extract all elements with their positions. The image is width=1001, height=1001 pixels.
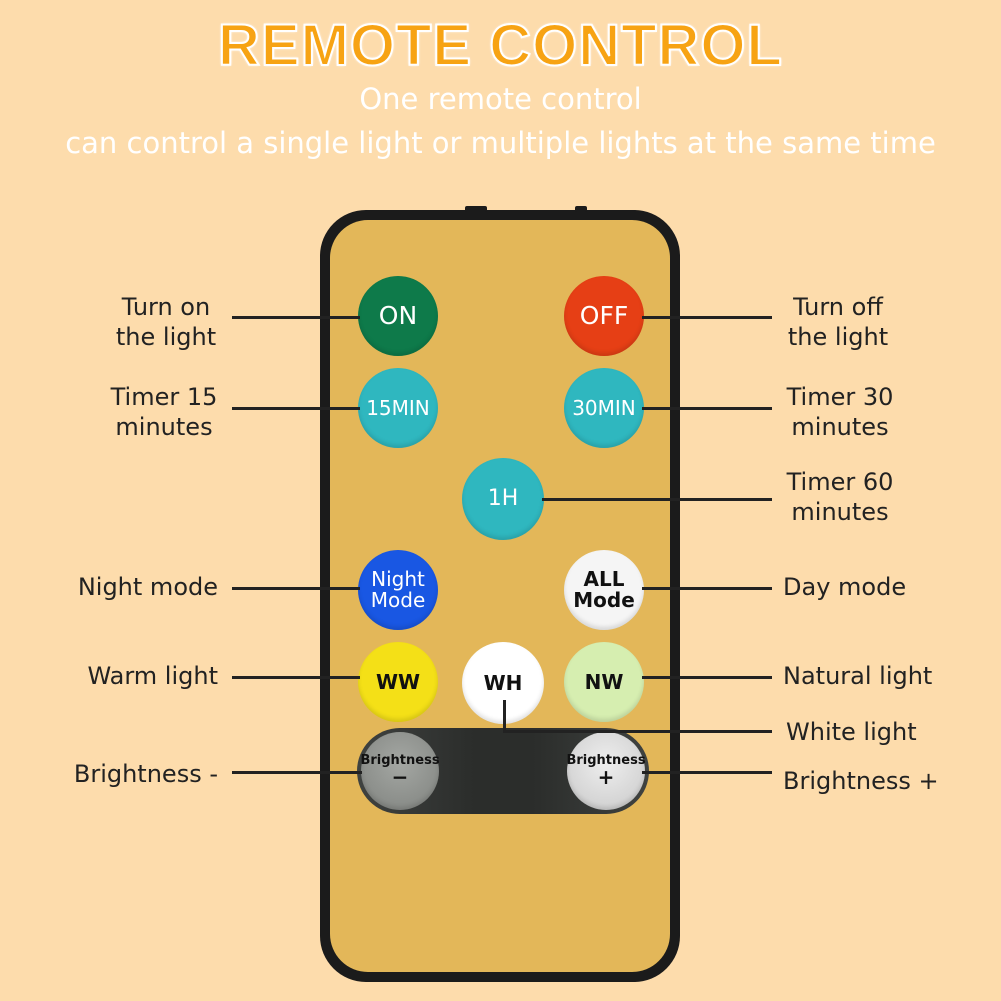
warm-light-label: WW [375,669,421,694]
label-turn-off-2: the light [787,323,889,351]
label-timer60: Timer 60 minutes [770,467,910,527]
remote-nub [575,206,587,212]
off-button-label: OFF [579,300,629,330]
label-natural-light: Natural light [783,662,933,690]
connector-brightness-plus [642,771,772,774]
label-night-mode: Night mode [77,573,218,601]
subtitle-line-2: can control a single light or multiple l… [65,126,936,160]
brightness-down-label-2: − [391,765,409,790]
label-brightness-plus: Brightness + [783,767,939,795]
connector-timer30 [642,407,772,410]
connector-white-vertical [503,700,506,733]
label-day-mode: Day mode [783,573,907,601]
all-mode-label-2: Mode [573,588,635,612]
subtitle-line-1: One remote control [359,82,642,116]
remote-nub [465,206,487,212]
brightness-down-button[interactable]: Brightness − [360,732,440,810]
label-timer30: Timer 30 minutes [770,382,910,442]
on-button[interactable]: ON [358,276,438,356]
timer-1h-button[interactable]: 1H [462,458,544,540]
connector-warm [232,676,360,679]
connector-timer15 [232,407,360,410]
label-timer60-1: Timer 60 [786,468,894,496]
white-light-label: WH [483,670,523,695]
warm-light-button[interactable]: WW [358,642,438,722]
label-turn-off: Turn off the light [768,292,908,352]
label-turn-on: Turn on the light [96,292,236,352]
label-timer30-1: Timer 30 [786,383,894,411]
connector-brightness-minus [232,771,362,774]
white-light-button[interactable]: WH [462,642,544,724]
label-timer15: Timer 15 minutes [94,382,234,442]
all-mode-label-1: ALL [583,567,625,591]
brightness-up-button[interactable]: Brightness + [566,732,646,810]
brightness-down-label-1: Brightness [360,752,440,768]
natural-light-label: NW [584,669,624,694]
label-turn-off-1: Turn off [793,293,883,321]
label-turn-on-1: Turn on [121,293,211,321]
label-white-light: White light [786,718,917,746]
connector-night [232,587,360,590]
connector-white [503,730,772,733]
label-warm-light: Warm light [87,662,218,690]
night-mode-label-2: Mode [370,588,426,612]
connector-on [232,316,360,319]
connector-day [642,587,772,590]
off-button[interactable]: OFF [564,276,644,356]
connector-natural [642,676,772,679]
timer-1h-label: 1H [487,486,519,512]
connector-off [642,316,772,319]
natural-light-button[interactable]: NW [564,642,644,722]
night-mode-button[interactable]: Night Mode [358,550,438,630]
brightness-up-label-2: + [597,765,615,790]
label-timer30-2: minutes [791,413,889,441]
label-brightness-minus: Brightness - [73,760,218,788]
brightness-up-label-1: Brightness [566,752,646,768]
timer-30min-button[interactable]: 30MIN [564,368,644,448]
all-mode-button[interactable]: ALL Mode [564,550,644,630]
night-mode-label-1: Night [371,567,425,591]
label-timer15-1: Timer 15 [110,383,218,411]
timer-30min-label: 30MIN [572,395,636,420]
connector-timer60 [542,498,772,501]
timer-15min-button[interactable]: 15MIN [358,368,438,448]
label-turn-on-2: the light [115,323,217,351]
label-timer60-2: minutes [791,498,889,526]
timer-15min-label: 15MIN [366,395,430,420]
on-button-label: ON [378,300,418,330]
label-timer15-2: minutes [115,413,213,441]
page-title: REMOTE CONTROL [217,12,783,79]
